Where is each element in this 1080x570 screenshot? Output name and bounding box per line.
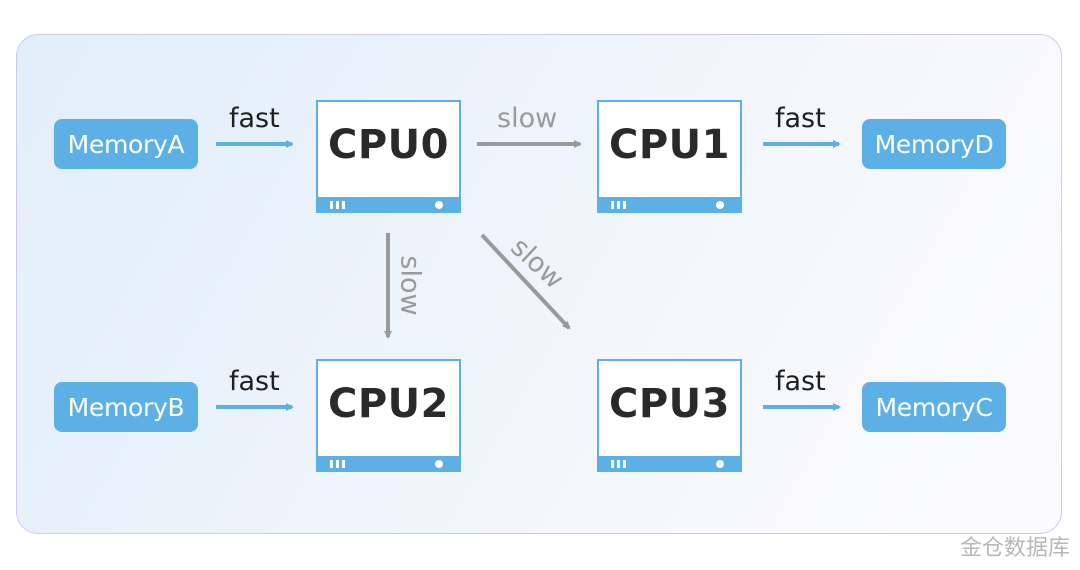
cpu2-label: CPU2 — [328, 381, 449, 427]
cpu2-led-icon — [435, 460, 443, 468]
memory-b-box: MemoryB — [54, 382, 198, 432]
label-cpu1-memD: fast — [775, 103, 826, 134]
memory-d-box: MemoryD — [862, 119, 1006, 169]
diagram-panel — [16, 34, 1062, 534]
label-cpu0-cpu2: slow — [394, 255, 426, 316]
arrow-cpu0-cpu3 — [480, 233, 571, 330]
watermark: 金仓数据库 — [959, 536, 1070, 561]
label-cpu0-cpu1: slow — [497, 103, 558, 134]
cpu0-box: CPU0 — [316, 100, 461, 213]
cpu2-status-bar — [316, 456, 461, 472]
cpu3-box: CPU3 — [597, 359, 742, 472]
cpu1-status-bar — [597, 197, 742, 213]
cpu2-box: CPU2 — [316, 359, 461, 472]
cpu3-led-icon — [716, 460, 724, 468]
cpu0-status-bar — [316, 197, 461, 213]
label-memB-cpu2: fast — [229, 366, 280, 397]
label-memA-cpu0: fast — [229, 103, 280, 134]
cpu1-led-icon — [716, 201, 724, 209]
cpu0-label: CPU0 — [328, 122, 449, 168]
memory-a-box: MemoryA — [54, 119, 198, 169]
cpu3-status-bar — [597, 456, 742, 472]
cpu0-led-icon — [435, 201, 443, 209]
memory-c-box: MemoryC — [862, 382, 1006, 432]
cpu1-label: CPU1 — [609, 122, 730, 168]
cpu1-box: CPU1 — [597, 100, 742, 213]
label-cpu3-memC: fast — [775, 366, 826, 397]
cpu3-label: CPU3 — [609, 381, 730, 427]
